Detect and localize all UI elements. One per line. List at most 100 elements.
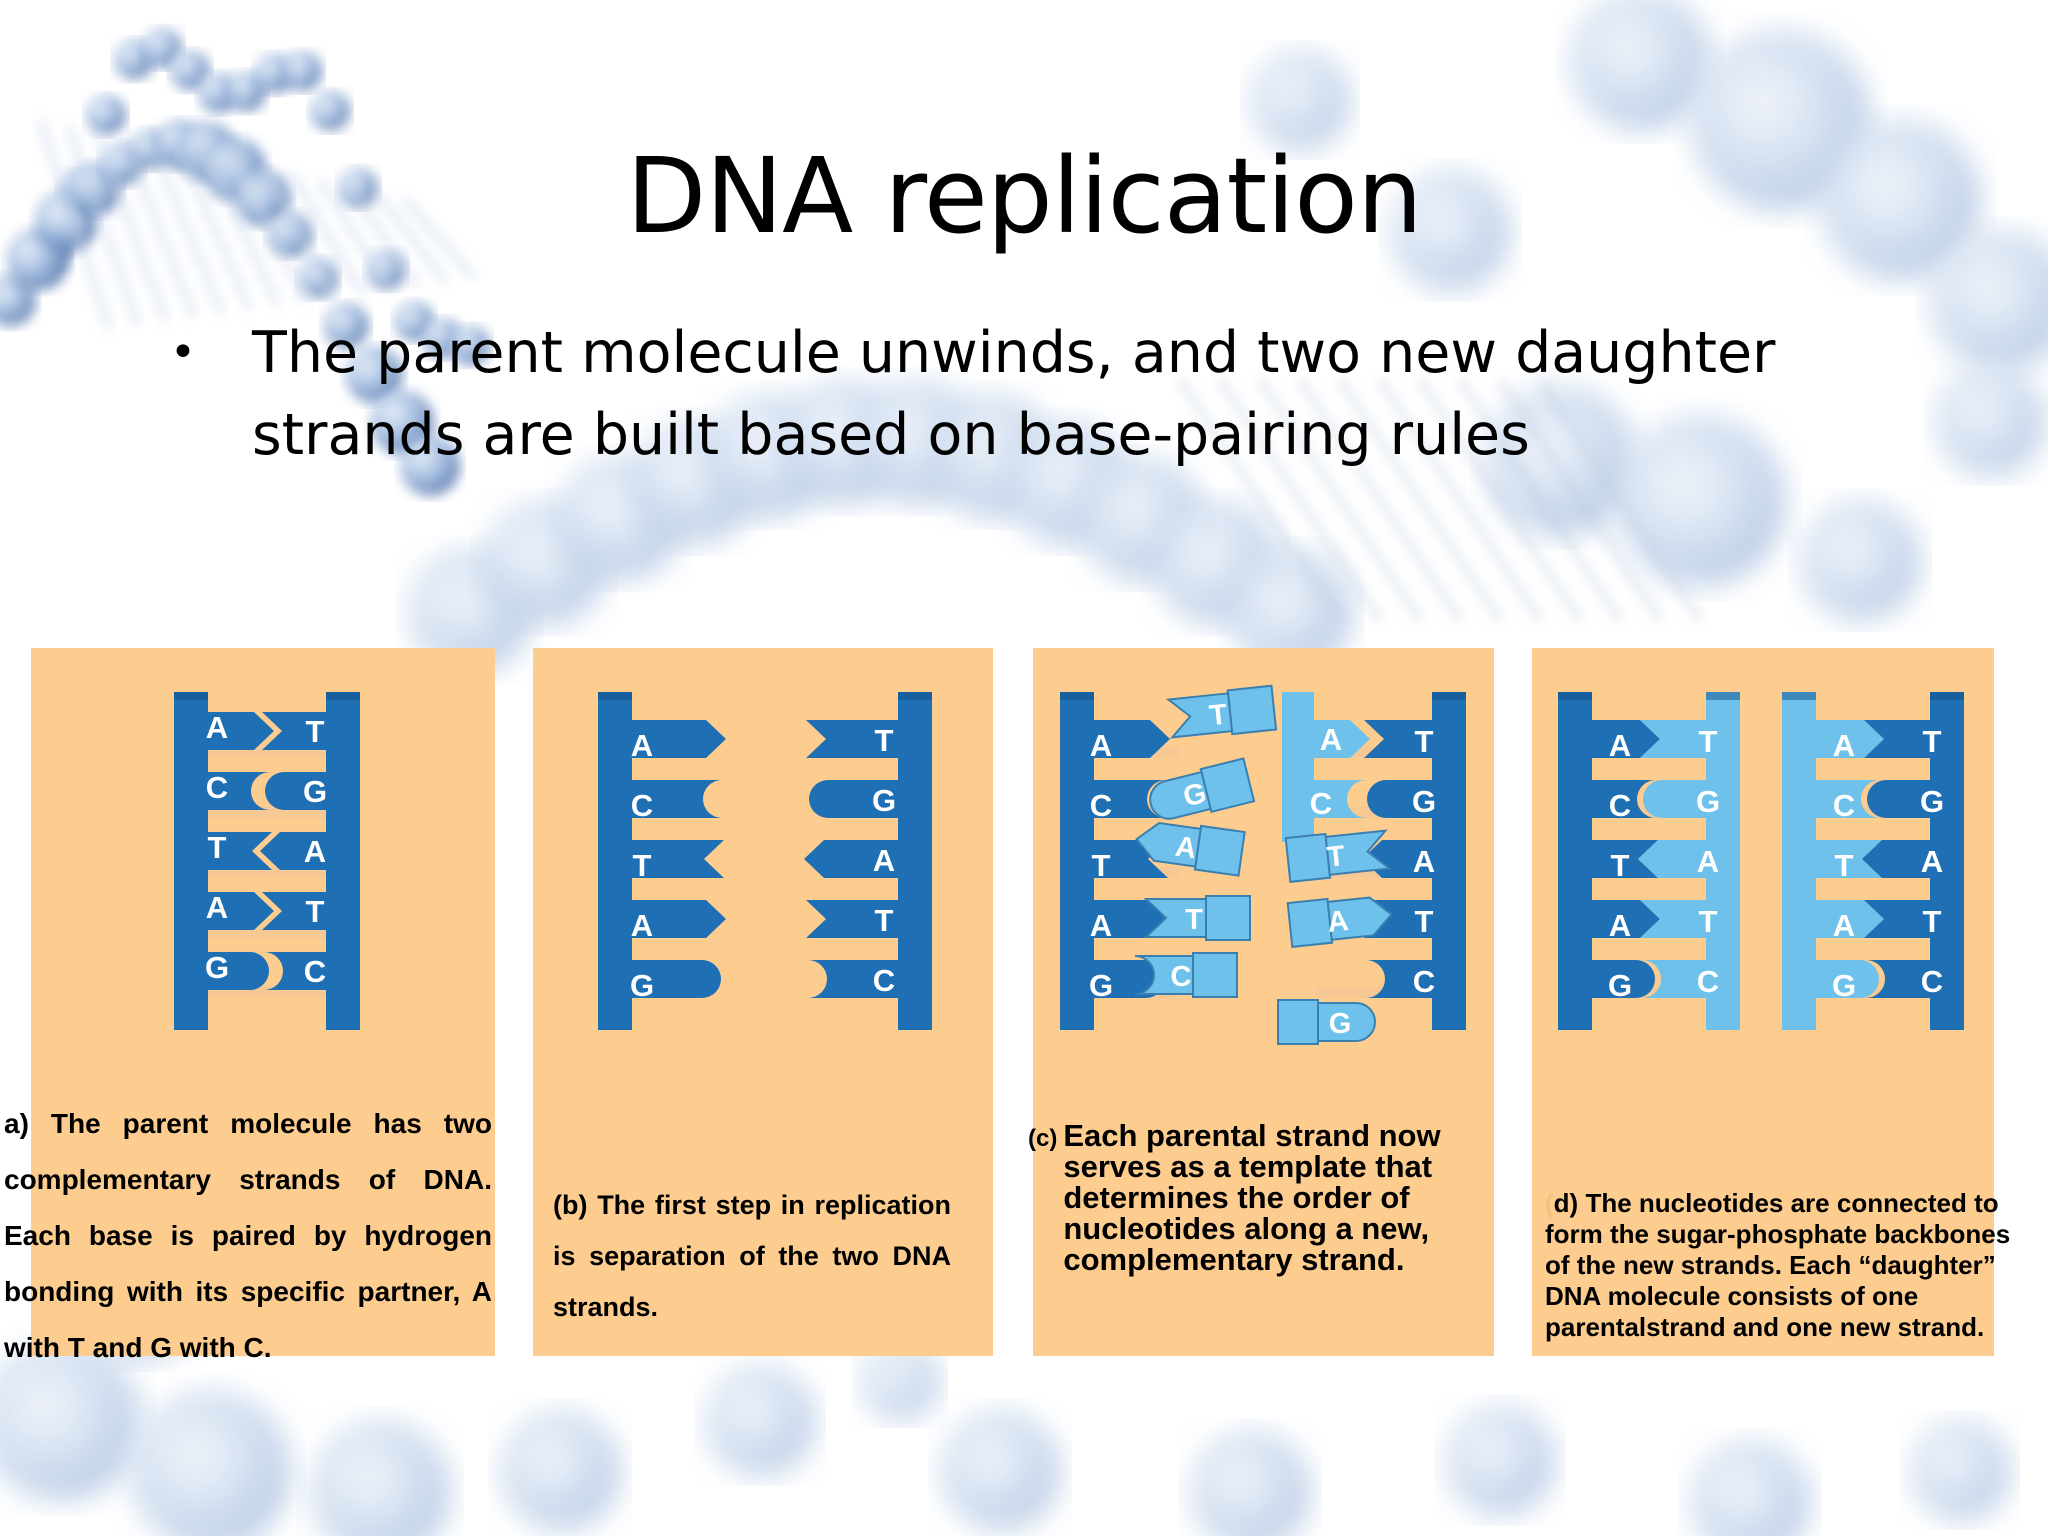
- panel-d-molecule-1-label-right: T: [1699, 724, 1718, 759]
- panel-c-free-nucleotide: C: [1134, 952, 1238, 998]
- panel-a-base-left: [208, 772, 270, 810]
- panel-c-free-label: C: [1171, 961, 1192, 993]
- background-bead: [170, 50, 210, 91]
- panel-d-molecule-2-base-right: [1864, 720, 1930, 758]
- background-bead: [1930, 230, 2048, 370]
- panel-c-left-strand: [1060, 692, 1094, 1030]
- background-helix-rung: [233, 160, 309, 304]
- background-helix-rung: [121, 136, 197, 320]
- panel-d-molecule-1-right-strand-cap: [1706, 692, 1740, 700]
- background-bead: [1935, 365, 2045, 475]
- panel-b-label-left: A: [631, 908, 653, 943]
- background-bead: [338, 167, 378, 208]
- panel-d-molecule-2-label-left: A: [1833, 728, 1855, 763]
- panel-d-molecule-1-label-left: A: [1609, 908, 1631, 943]
- caption-a: a) The parent molecule has two complemen…: [4, 1096, 492, 1376]
- panel-b-base-right: [804, 840, 898, 878]
- panel-d-molecule-1-label-right: C: [1697, 964, 1719, 999]
- background-helix-rung: [373, 190, 449, 284]
- background-bead: [1570, 0, 1710, 130]
- panel-a-label-right: T: [306, 894, 325, 929]
- panel-a-label-right: T: [306, 714, 325, 749]
- panel-c-right-strand-cap: [1432, 692, 1466, 700]
- panel-d-molecule-1-label-right: T: [1699, 904, 1718, 939]
- panel-c-free-label: G: [1329, 1008, 1352, 1040]
- caption-c-text: Each parental strand now serves as a tem…: [1063, 1118, 1441, 1277]
- caption-d-text: The nucleotides are connected to form th…: [1545, 1188, 2011, 1342]
- background-bead: [500, 1410, 620, 1530]
- panel-b-base-left: [632, 960, 721, 998]
- panel-c-free-nucleotide-base: [1149, 770, 1212, 820]
- panel-b-left-strand-cap: [598, 692, 632, 700]
- panel-d-molecule-1-base-left: [1592, 720, 1660, 758]
- panel-b-base-left: [632, 840, 724, 878]
- background-bead: [0, 1340, 140, 1500]
- panel-a-base-left: [208, 952, 269, 990]
- background-helix-rung: [1377, 378, 1543, 622]
- panel-b-label-left: C: [631, 788, 653, 823]
- background-helix-rung: [261, 166, 337, 300]
- panel-d-molecule-2-label-right: T: [1923, 904, 1942, 939]
- background-helix-rung: [149, 142, 225, 316]
- panel-d-molecule-2-label-right: A: [1921, 844, 1943, 879]
- panel-d-molecule-1-label-left: C: [1609, 788, 1631, 823]
- panel-a-right-strand: [326, 692, 360, 1030]
- panel-d-molecule-2-base-left: [1816, 960, 1879, 998]
- caption-b-label: (b): [553, 1190, 588, 1220]
- background-helix-rung: [65, 125, 141, 327]
- panel-a-rung: [208, 807, 326, 818]
- panel-d-molecule-1-base-left: [1592, 780, 1656, 818]
- caption-b-text: The first step in replication is separat…: [553, 1190, 951, 1322]
- panel-d-molecule-1-label-right: G: [1696, 784, 1720, 819]
- panel-d-molecule-2-left-strand-cap: [1782, 692, 1816, 700]
- background-bead: [1228, 548, 1352, 672]
- background-helix-rung: [37, 119, 113, 331]
- caption-d: (d) The nucleotides are connected to for…: [1545, 1188, 2015, 1343]
- panel-d-molecule-2-base-right: [1864, 900, 1930, 938]
- panel-b-right-strand: [898, 692, 932, 1030]
- panel-c-free-label: A: [1173, 831, 1198, 866]
- background-bead: [940, 1410, 1060, 1530]
- background-helix-rung: [1177, 378, 1343, 622]
- panel-a-label-left: G: [205, 950, 229, 985]
- panel-b-left-strand: [598, 692, 632, 1030]
- panel-c-label-right: T: [1415, 904, 1434, 939]
- panel-c-base-right: [1364, 720, 1432, 758]
- background-bead: [1445, 1405, 1555, 1515]
- panel-a-label-left: A: [206, 710, 228, 745]
- panel-d-molecule-2-base-right: [1867, 780, 1930, 818]
- panel-c-base-right: [1367, 780, 1432, 818]
- panel-c-label-right: G: [1412, 784, 1436, 819]
- panel-c-free-label: A: [1326, 905, 1350, 939]
- panel-c-label-new: C: [1310, 786, 1332, 821]
- panel-c-new-base: [1314, 720, 1370, 758]
- panel-c-free-nucleotide: A: [1135, 822, 1246, 877]
- panel-c-base-right: [1366, 960, 1432, 998]
- panel-d-molecule-1-base-right: [1640, 900, 1706, 938]
- caption-d-label: d): [1553, 1188, 1579, 1218]
- background-bead: [86, 94, 126, 135]
- panel-c-label-left: A: [1090, 908, 1112, 943]
- caption-a-label: a): [4, 1108, 29, 1139]
- background-bead: [1800, 500, 1920, 620]
- panel-c-label-new: A: [1320, 722, 1342, 757]
- background-helix-rung: [1337, 378, 1503, 622]
- panel-d-molecule-2-base-right: [1866, 960, 1930, 998]
- panel-a-label-right: A: [304, 834, 326, 869]
- background-bead: [400, 435, 460, 496]
- panel-b-label-left: A: [631, 728, 653, 763]
- panel-d-molecule-2-base-left: [1816, 780, 1880, 818]
- panel-c-left-strand-cap: [1060, 692, 1094, 700]
- panel-c-free-label: T: [1185, 904, 1203, 936]
- panel-a-label-left: T: [208, 830, 227, 865]
- panel-d-molecule-1-left-strand-cap: [1558, 692, 1592, 700]
- panel-c-background: [1033, 648, 1494, 1356]
- panel-b-label-left: T: [633, 848, 652, 883]
- background-bead: [1615, 415, 1785, 585]
- background-bead: [310, 1420, 450, 1536]
- panel-d-molecule-2-label-right: C: [1921, 964, 1943, 999]
- panel-c-free-nucleotide-base: [1135, 822, 1202, 868]
- panel-a-rung: [208, 867, 326, 878]
